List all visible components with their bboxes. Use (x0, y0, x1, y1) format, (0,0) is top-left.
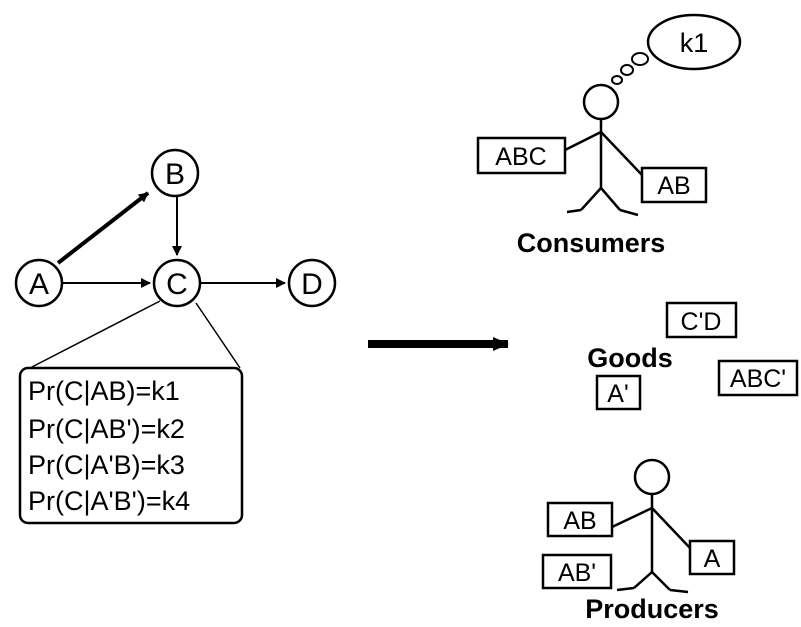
node-d: D (287, 258, 337, 308)
consumer-foot-right (619, 208, 639, 217)
consumer-head (582, 83, 620, 121)
producer-arm-left (611, 506, 653, 529)
consumer-leg-left (580, 187, 602, 211)
cpt-row-3: Pr(C|A'B)=k3 (28, 450, 185, 480)
node-a: A (14, 258, 64, 308)
callout-line-left (29, 300, 161, 369)
node-a-label: A (29, 268, 49, 301)
callout-line-right (195, 302, 241, 369)
goods-group: Goods C'D A' ABC' (587, 301, 799, 411)
consumer-arm-left (564, 130, 602, 152)
cpt-row-2: Pr(C|AB')=k2 (28, 414, 185, 444)
consumer-foot-left (566, 208, 582, 214)
edge-a-b (56, 191, 150, 265)
producer-caption: Producers (585, 594, 719, 624)
cpt-table: Pr(C|AB)=k1 Pr(C|AB')=k2 Pr(C|A'B)=k3 Pr… (18, 366, 244, 525)
thought-dot-1 (631, 52, 649, 66)
consumer-box-left: ABC (476, 136, 567, 175)
consumer-leg-right (600, 187, 621, 211)
cpt-row-4: Pr(C|A'B')=k4 (28, 486, 190, 516)
node-b-label: B (165, 158, 185, 191)
goods-item-3: ABC' (717, 359, 799, 397)
producer-figure: AB AB' A Producers (541, 458, 736, 624)
goods-item-1-text: C'D (681, 308, 722, 336)
node-c: C (152, 258, 202, 308)
thought-bubble (646, 13, 742, 71)
producer-box-left-top-text: AB (563, 507, 596, 535)
producer-arm-right (651, 507, 691, 549)
cpt-row-1: Pr(C|AB)=k1 (28, 376, 180, 406)
thought-text: k1 (680, 28, 709, 58)
producer-box-left-top: AB (546, 501, 614, 538)
consumer-caption: Consumers (517, 228, 666, 258)
producer-box-left-bottom: AB' (541, 553, 613, 590)
goods-item-3-text: ABC' (730, 365, 786, 393)
consumer-box-left-text: ABC (495, 143, 546, 171)
thought-dot-2 (620, 64, 634, 76)
producer-leg-right (651, 571, 671, 591)
producer-box-right-text: A (704, 545, 721, 573)
producer-box-left-bottom-text: AB' (558, 559, 596, 587)
goods-item-1: C'D (665, 301, 738, 339)
node-b: B (150, 148, 200, 198)
node-d-label: D (301, 268, 323, 301)
consumer-figure: k1 ABC AB Consumers (476, 13, 742, 258)
producer-leg-left (633, 571, 653, 589)
thought-dot-3 (611, 75, 623, 85)
consumer-box-right: AB (640, 166, 708, 204)
producer-foot-left (616, 586, 635, 592)
consumer-arm-right (600, 131, 643, 176)
producer-head (633, 458, 671, 496)
producer-foot-right (669, 588, 689, 594)
consumer-box-right-text: AB (657, 172, 690, 200)
goods-caption: Goods (587, 343, 673, 373)
goods-item-2-text: A' (607, 380, 628, 408)
producer-box-right: A (688, 539, 736, 576)
bayes-network: A B C D Pr(C|AB)=k1 Pr(C|AB')=k2 Pr(C|A'… (14, 148, 337, 525)
node-c-label: C (166, 268, 188, 301)
goods-item-2: A' (595, 374, 642, 411)
